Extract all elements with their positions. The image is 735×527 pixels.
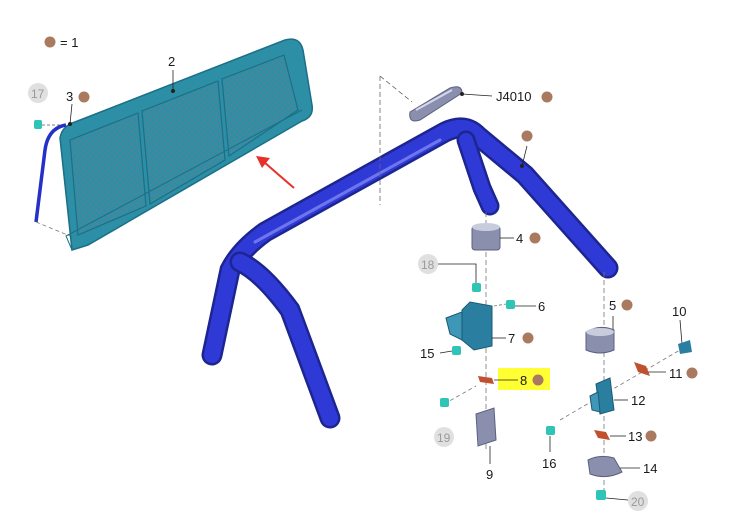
- screw-6-icon: [506, 300, 515, 309]
- label-5: 5: [609, 298, 616, 313]
- label-19: 19: [437, 431, 451, 445]
- label-9: 9: [486, 467, 493, 482]
- badge-13: [645, 430, 657, 442]
- legend-dot: [44, 36, 56, 48]
- bracket-12-icon: [589, 377, 615, 415]
- label-4: 4: [516, 231, 523, 246]
- label-6: 6: [538, 299, 545, 314]
- end-cap-14-icon: [587, 455, 623, 478]
- label-18: 18: [421, 258, 435, 272]
- clip-8-icon: [478, 376, 494, 384]
- clip-11-icon: [634, 362, 650, 376]
- label-15: 15: [420, 346, 434, 361]
- label-j4010: J4010: [496, 89, 531, 104]
- red-arrow-icon: [256, 156, 295, 189]
- rollbar-icon: [201, 117, 619, 429]
- label-20: 20: [631, 495, 645, 509]
- badge-8: [532, 374, 544, 386]
- tab-10-icon: [678, 340, 692, 354]
- label-7: 7: [508, 331, 515, 346]
- screw-20-icon: [596, 490, 606, 500]
- badge-rollbar: [521, 130, 533, 142]
- label-13: 13: [628, 429, 642, 444]
- badge-j4010: [541, 91, 553, 103]
- screw-16-icon: [546, 426, 555, 435]
- brake-light-icon: [409, 86, 463, 122]
- label-8: 8: [520, 373, 527, 388]
- cap-5-icon: [585, 326, 615, 354]
- label-3: 3: [66, 89, 73, 104]
- screw-19-icon: [440, 398, 449, 407]
- cap-4-icon: [471, 223, 501, 251]
- label-16: 16: [542, 456, 556, 471]
- weatherstrip-icon: [34, 123, 67, 223]
- label-2: 2: [168, 54, 175, 69]
- badge-4: [529, 232, 541, 244]
- grey-circle-17: [28, 83, 48, 103]
- screw-18-icon: [472, 283, 481, 292]
- grey-circle-19: [434, 427, 454, 447]
- grey-circle-20: [628, 491, 648, 511]
- badge-7: [522, 332, 534, 344]
- badge-3: [78, 91, 90, 103]
- grey-circle-18: [418, 254, 438, 274]
- badge-11: [686, 367, 698, 379]
- legend-text: = 1: [60, 35, 78, 50]
- end-cap-9-icon: [475, 407, 497, 447]
- label-17: 17: [31, 87, 45, 101]
- label-12: 12: [631, 393, 645, 408]
- label-14: 14: [643, 461, 657, 476]
- badge-5: [621, 299, 633, 311]
- bracket-7-icon: [445, 301, 493, 351]
- screw-15-icon: [452, 346, 461, 355]
- rear-window-icon: [59, 38, 314, 251]
- label-10: 10: [672, 304, 686, 319]
- clip-13-icon: [594, 430, 610, 440]
- label-11: 11: [669, 366, 683, 381]
- screw-17-icon: [34, 120, 62, 129]
